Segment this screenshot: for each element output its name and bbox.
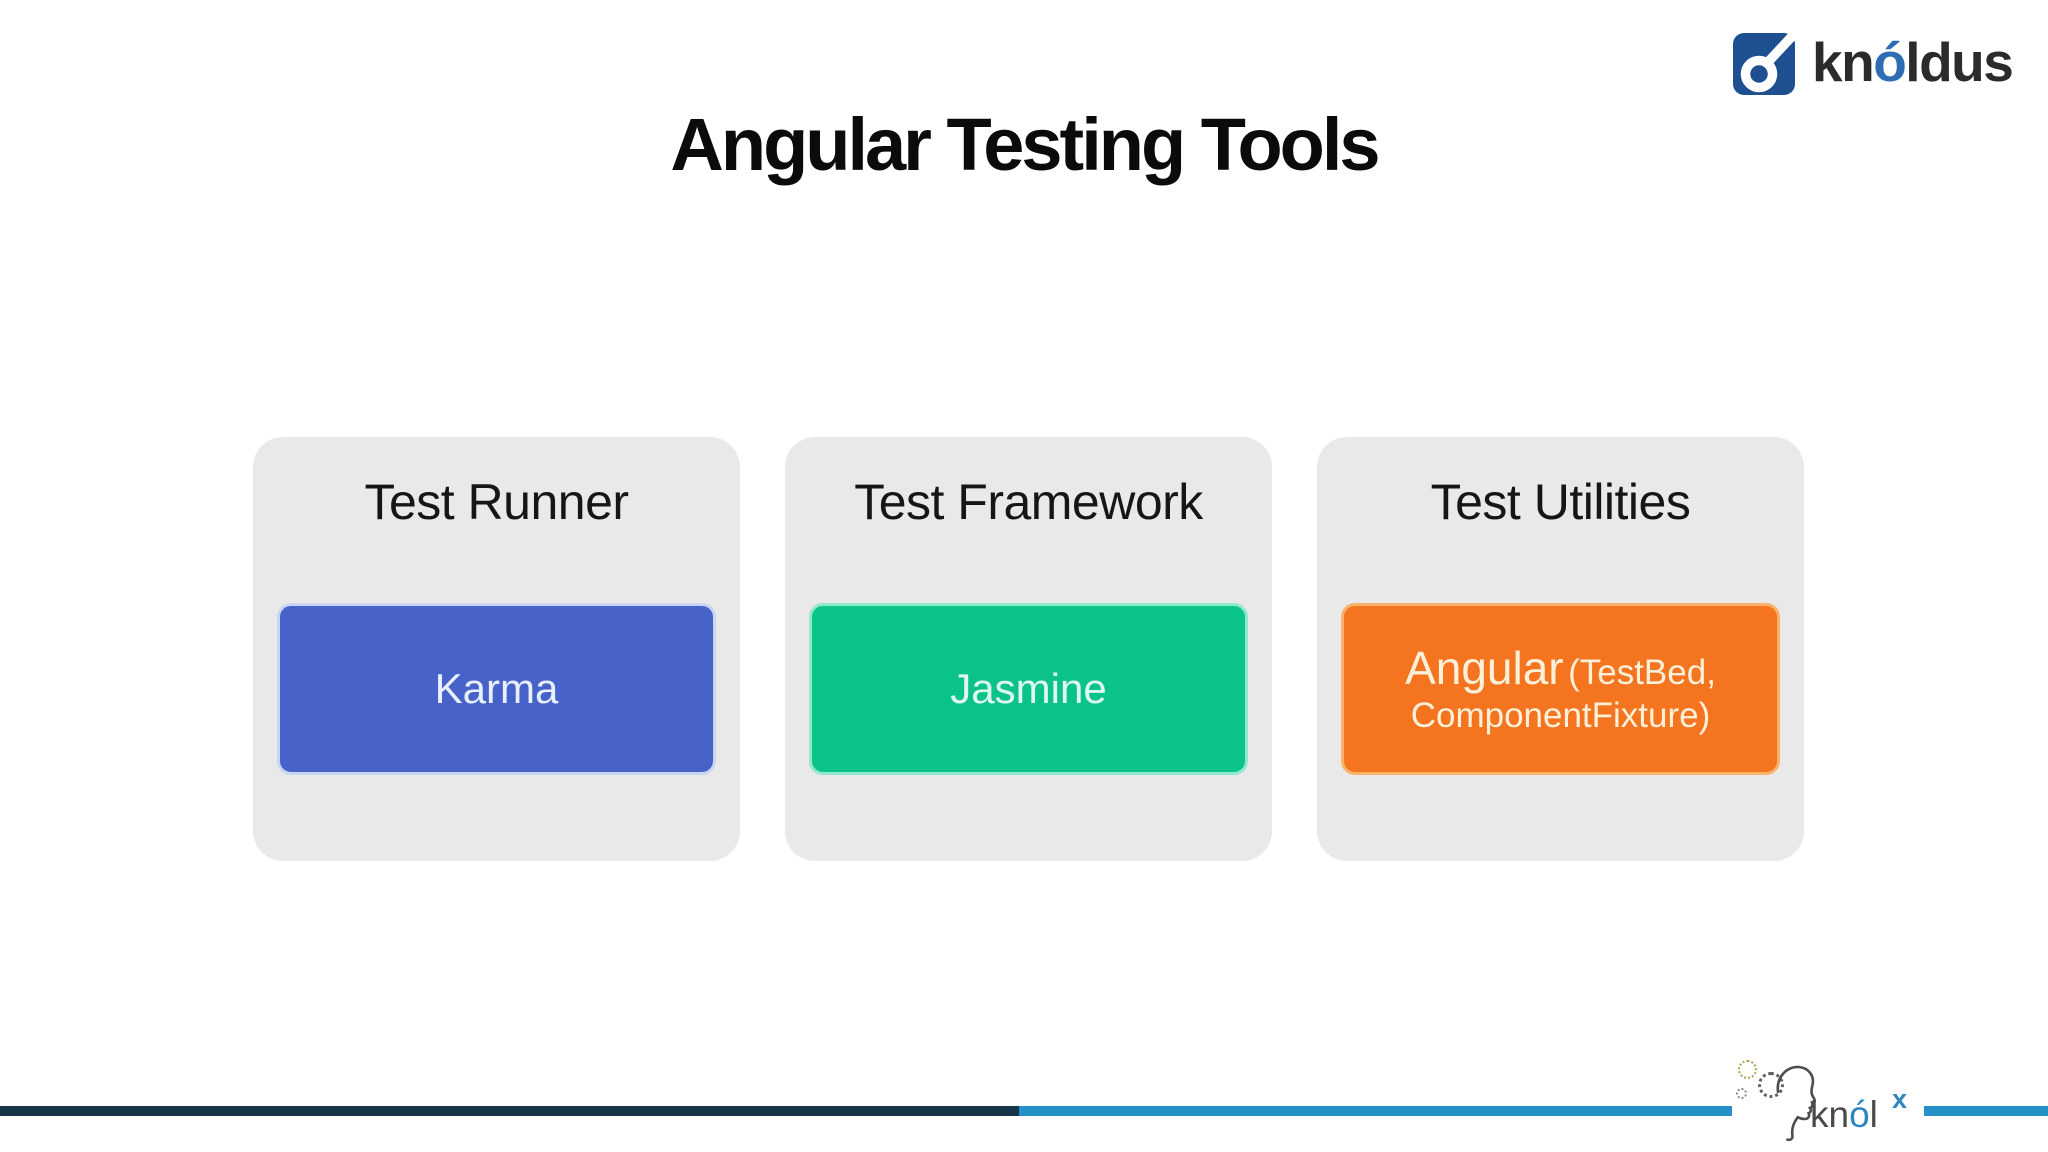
wordmark-post: ldus: [1905, 31, 2014, 93]
dotted-gear-icon: [1758, 1072, 1784, 1098]
head-profile-icon: [1776, 1065, 1816, 1142]
tool-box-angular: Angular (TestBed, ComponentFixture): [1341, 603, 1780, 775]
dotted-gear-icon: [1736, 1088, 1747, 1099]
logo-accent-slash: [1765, 30, 1798, 65]
tool-box-jasmine: Jasmine: [809, 603, 1248, 775]
dotted-gear-icon: [1738, 1060, 1757, 1079]
card-test-utilities: Test Utilities Angular (TestBed, Compone…: [1317, 437, 1804, 861]
tool-box-karma: Karma: [277, 603, 716, 775]
tool-detail-line2: ComponentFixture): [1410, 696, 1711, 736]
knoldus-brand: knóldus: [1732, 28, 2032, 102]
card-category-label: Test Framework: [854, 474, 1203, 530]
tool-label: Angular (TestBed, ComponentFixture): [1375, 641, 1746, 737]
card-test-runner: Test Runner Karma: [253, 437, 740, 861]
tool-name-main: Angular: [1405, 642, 1564, 695]
logo-o-ring: [1740, 55, 1778, 93]
knoldus-wordmark: knóldus: [1812, 31, 2014, 93]
card-category-label: Test Runner: [364, 474, 629, 530]
wordmark-accent: ó: [1873, 31, 1907, 93]
wordmark-accent: ó: [1849, 1094, 1870, 1135]
footer-bar-light-right-segment: [1924, 1106, 2048, 1116]
page-title: Angular Testing Tools: [670, 103, 1380, 186]
footer-bar-dark-segment: [0, 1106, 1019, 1116]
tool-detail-line1: (TestBed,: [1568, 653, 1716, 693]
knolx-brand: knól x: [1732, 1046, 1924, 1152]
knolx-wordmark: knól: [1810, 1096, 1878, 1133]
footer-bar-light-segment: [1019, 1106, 1736, 1116]
wordmark-post: l: [1869, 1094, 1878, 1135]
knoldus-logo-icon: [1733, 30, 1798, 95]
testing-tools-diagram: Test Runner Karma Test Framework Jasmine…: [253, 437, 1804, 861]
card-category-label: Test Utilities: [1430, 474, 1691, 530]
wordmark-pre: kn: [1812, 31, 1875, 93]
wordmark-pre: kn: [1810, 1094, 1850, 1135]
tool-label: Jasmine: [950, 665, 1107, 712]
card-test-framework: Test Framework Jasmine: [785, 437, 1272, 861]
tool-label: Karma: [434, 665, 559, 712]
knolx-sup-x: x: [1892, 1084, 1908, 1114]
